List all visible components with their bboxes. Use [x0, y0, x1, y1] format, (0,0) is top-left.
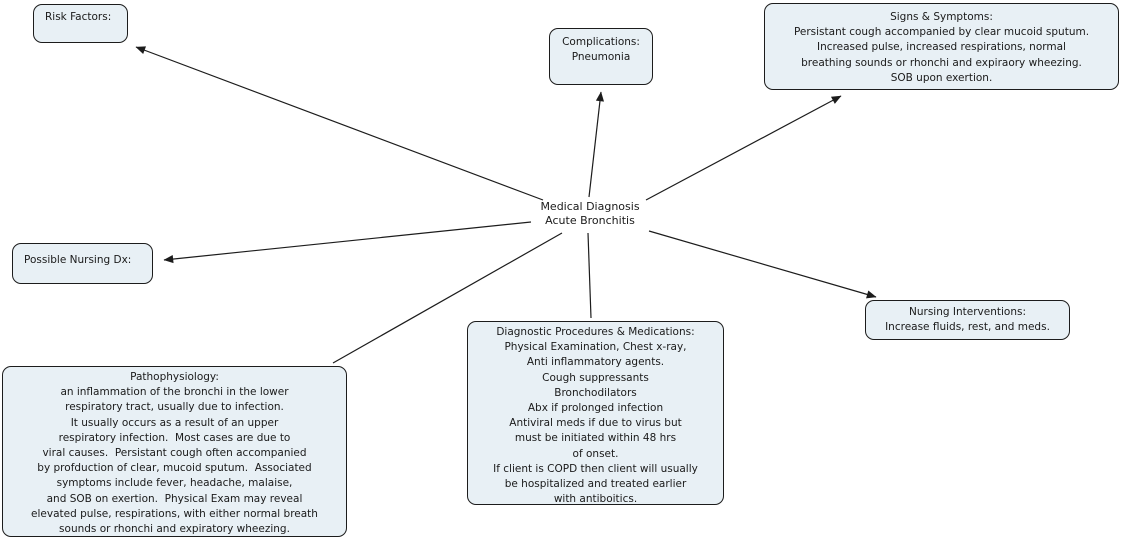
node-complications[interactable]: Complications: Pneumonia — [549, 28, 653, 85]
connector-signs-symptoms — [645, 95, 842, 201]
node-risk-factors[interactable]: Risk Factors: — [33, 4, 128, 43]
connector-possible-nursing-dx — [163, 221, 532, 264]
node-pathophysiology[interactable]: Pathophysiology: an inflammation of the … — [2, 366, 347, 537]
connector-complications — [588, 91, 605, 198]
node-possible-nursing-dx[interactable]: Possible Nursing Dx: — [12, 243, 153, 284]
connector-risk-factors — [135, 46, 544, 201]
connector-pathophysiology — [332, 232, 563, 364]
connector-diagnostic-procedures — [587, 232, 592, 319]
connector-nursing-interventions — [648, 230, 877, 299]
node-nursing-interventions[interactable]: Nursing Interventions: Increase fluids, … — [865, 300, 1070, 340]
node-signs-symptoms[interactable]: Signs & Symptoms: Persistant cough accom… — [764, 3, 1119, 90]
center-node-medical-diagnosis[interactable]: Medical Diagnosis Acute Bronchitis — [540, 200, 640, 227]
node-diagnostic-procedures[interactable]: Diagnostic Procedures & Medications: Phy… — [467, 321, 724, 505]
